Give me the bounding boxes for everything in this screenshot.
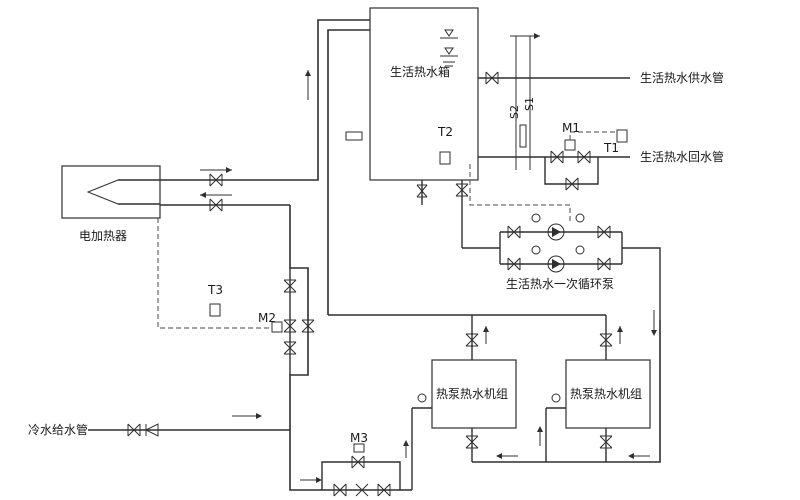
valve-heater-bottom (209, 198, 223, 212)
pump-2 (547, 255, 565, 273)
return-pipe-label: 生活热水回水管 (640, 149, 724, 164)
tank-body (369, 7, 479, 181)
valve-heater-top (209, 173, 223, 187)
s2-label: S2 (508, 105, 521, 119)
heater-pipes (160, 19, 381, 470)
return-pipe: M1 T1 生活热水回水管 (478, 121, 724, 191)
s1-label: S1 (523, 97, 536, 111)
tank-label: 生活热水箱 (390, 64, 450, 79)
t1-label: T1 (603, 141, 619, 155)
t2-sensor (439, 151, 451, 165)
heat-pump-header (327, 180, 657, 360)
hot-water-tank: 生活热水箱 T2 (345, 7, 479, 181)
heat-pump-2-box (565, 359, 651, 429)
m3-valve (353, 443, 365, 453)
m3-bypass: M3 (289, 431, 412, 497)
electric-heater-box (61, 165, 161, 219)
heater-coil (86, 179, 119, 205)
t2-label: T2 (437, 125, 453, 139)
m2-valve (271, 321, 283, 333)
m2-t3-group: T3 M2 (157, 218, 315, 375)
heat-pump-2-label: 热泵热水机组 (570, 387, 642, 401)
supply-pipe-label: 生活热水供水管 (640, 70, 724, 85)
cold-water-inlet: 冷水给水管 (28, 413, 290, 437)
primary-pumps: 生活热水一次循环泵 (455, 164, 661, 320)
m3-label: M3 (350, 431, 368, 445)
heat-pump-1-box (431, 359, 517, 429)
t3-sensor (209, 303, 221, 317)
electric-heater: 电加热器 (61, 165, 161, 243)
cold-water-pipe-label: 冷水给水管 (28, 422, 88, 437)
m1-valve (564, 139, 576, 151)
t1-sensor (616, 129, 628, 143)
m2-label: M2 (258, 311, 276, 325)
level-sensors: S2 S1 (508, 33, 540, 170)
heat-pump-unit-1: 热泵热水机组 (411, 359, 517, 490)
heat-pump-return (403, 320, 661, 463)
supply-pipe: 生活热水供水管 (478, 70, 724, 85)
pump-1 (547, 223, 565, 241)
primary-pump-label: 生活热水一次循环泵 (506, 277, 614, 291)
heat-pump-unit-2: 热泵热水机组 (545, 359, 651, 462)
electric-heater-label: 电加热器 (79, 229, 127, 243)
t3-label: T3 (207, 283, 223, 297)
m1-label: M1 (562, 121, 580, 135)
heat-pump-1-label: 热泵热水机组 (436, 387, 508, 401)
